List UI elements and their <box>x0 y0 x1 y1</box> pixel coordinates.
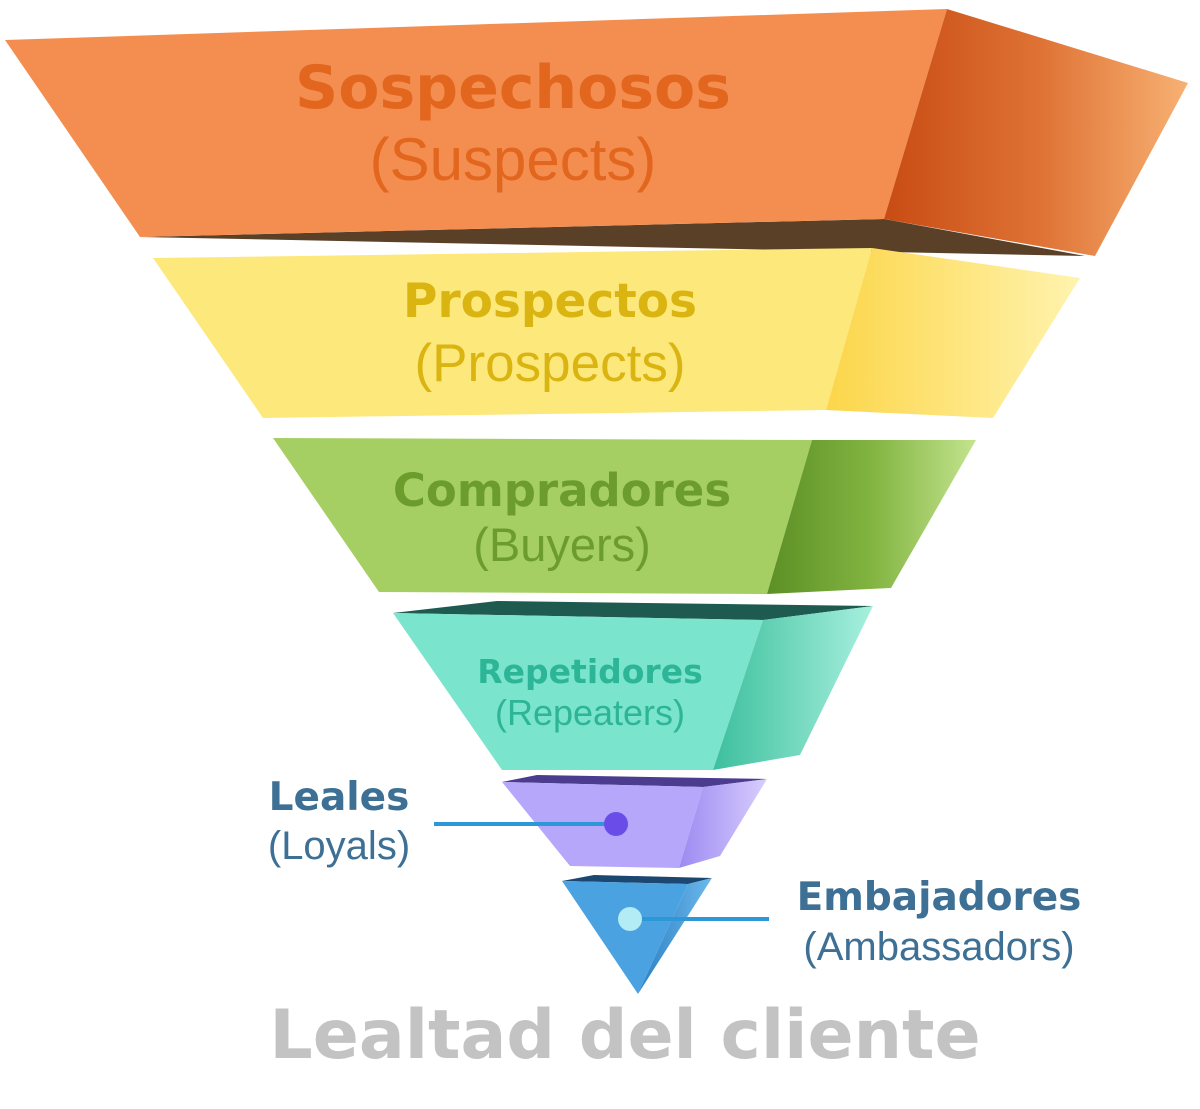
prospects-front-face <box>153 248 872 418</box>
ambassadors-label: Embajadores <box>796 875 1082 920</box>
loyals-translation: (Loyals) <box>267 824 411 868</box>
repeaters-top-face <box>393 601 873 620</box>
prospects-side-face <box>826 248 1080 418</box>
stage-buyers <box>273 438 976 594</box>
stage-ambassadors <box>562 875 712 994</box>
buyers-label: Compradores <box>392 464 732 517</box>
ambassadors-marker-dot <box>618 907 642 931</box>
loyals-top-face <box>502 775 767 787</box>
stage-loyals <box>502 775 767 868</box>
repeaters-translation: (Repeaters) <box>494 692 686 733</box>
buyers-front-face <box>273 438 812 594</box>
suspects-translation: (Suspects) <box>369 126 657 193</box>
prospects-translation: (Prospects) <box>414 334 686 393</box>
ambassadors-top-face <box>562 875 712 884</box>
ambassadors-side-face <box>638 878 712 994</box>
loyals-marker-dot <box>604 812 628 836</box>
ambassadors-callout <box>618 907 769 931</box>
buyers-side-face <box>767 440 976 594</box>
ambassadors-front-face <box>562 881 688 994</box>
loyals-label: Leales <box>268 775 410 820</box>
stage-repeaters <box>393 601 873 770</box>
suspects-front-face <box>5 9 947 237</box>
loyals-callout <box>434 812 628 836</box>
suspects-label: Sospechosos <box>295 53 731 123</box>
ambassadors-translation: (Ambassadors) <box>803 925 1075 969</box>
footer-title: Lealtad del cliente <box>269 996 981 1075</box>
stage-suspects <box>5 9 1188 256</box>
repeaters-front-face <box>393 613 763 770</box>
loyals-side-face <box>679 779 767 868</box>
prospects-label: Prospectos <box>402 274 698 329</box>
suspects-shadow <box>140 219 1085 256</box>
repeaters-label: Repetidores <box>477 652 703 691</box>
buyers-translation: (Buyers) <box>473 518 651 571</box>
repeaters-side-face <box>713 606 873 770</box>
suspects-side-face <box>884 9 1188 256</box>
stage-prospects <box>153 248 1080 418</box>
